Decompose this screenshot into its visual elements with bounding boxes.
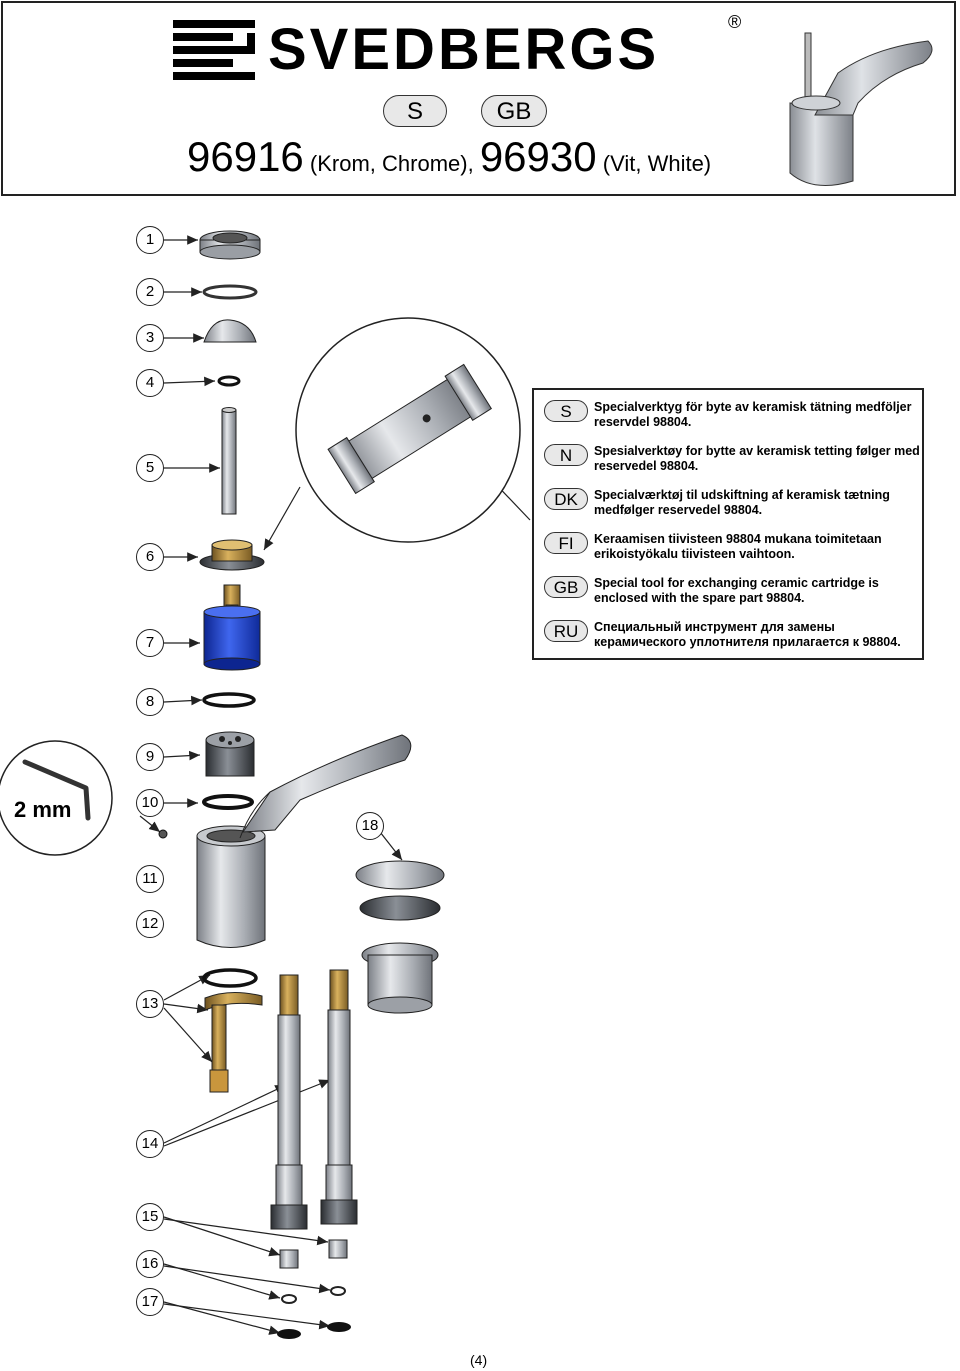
note-code: FI: [544, 532, 588, 554]
part-2-ring: [202, 284, 258, 300]
faucet-thumbnail-icon: [789, 32, 933, 186]
part-6-brass-nut: [199, 539, 265, 571]
model-desc-2: (Vit, White): [596, 151, 712, 176]
part-17-washers: [277, 1322, 351, 1339]
note-text: Special tool for exchanging ceramic cart…: [594, 576, 879, 605]
note-text: Spesialverktøy for bytte av keramisk tet…: [594, 444, 920, 473]
callout-15: 15: [136, 1203, 164, 1231]
note-code: RU: [544, 620, 588, 642]
hex-key-detail: [0, 740, 113, 856]
header-box: SVEDBERGS ® S GB 96916 (Krom, Chrome), 9…: [1, 1, 956, 196]
special-tool-notes: S Specialverktyg för byte av keramisk tä…: [532, 388, 924, 660]
callout-3: 3: [136, 324, 164, 352]
callout-5: 5: [136, 454, 164, 482]
note-text: Специальный инструмент для замены керами…: [594, 620, 901, 649]
hex-key-size: 2 mm: [14, 797, 72, 822]
part-9-insert: [205, 731, 255, 777]
tool-detail: [295, 317, 521, 543]
note-code: S: [544, 400, 588, 422]
note-text: Specialværktøj til udskiftning af kerami…: [594, 488, 890, 517]
part-11-screw: [158, 829, 168, 839]
model-number-2: 96930: [479, 133, 597, 180]
brand-logo: SVEDBERGS ®: [173, 12, 753, 82]
callout-12: 12: [136, 910, 164, 938]
callout-9: 9: [136, 743, 164, 771]
model-title: 96916 (Krom, Chrome), 96930 (Vit, White): [187, 133, 711, 181]
part-7-cartridge: [203, 584, 261, 671]
part-10-ring: [202, 794, 254, 810]
note-text: Keraamisen tiivisteen 98804 mukana toimi…: [594, 532, 882, 561]
note-code: DK: [544, 488, 588, 510]
callout-7: 7: [136, 629, 164, 657]
part-4-oring: [217, 375, 241, 387]
callout-1: 1: [136, 226, 164, 254]
note-code: GB: [544, 576, 588, 598]
part-15-filters: [279, 1239, 348, 1269]
brand-mark-icon: [173, 20, 255, 80]
part-16-clips: [281, 1286, 346, 1304]
callout-11: 11: [136, 865, 164, 893]
language-badge-gb: GB: [481, 95, 547, 127]
callout-13: 13: [136, 990, 164, 1018]
callout-16: 16: [136, 1250, 164, 1278]
registered-mark: ®: [728, 12, 742, 32]
callout-2: 2: [136, 278, 164, 306]
callout-18: 18: [356, 812, 384, 840]
language-badge-s: S: [383, 95, 447, 127]
model-number-1: 96916: [187, 133, 304, 180]
part-1-nut: [199, 230, 261, 260]
model-desc-1: (Krom, Chrome),: [303, 151, 480, 176]
callout-4: 4: [136, 369, 164, 397]
part-13-mounting-kit: [202, 968, 263, 1093]
note-code: N: [544, 444, 588, 466]
part-8-ring: [202, 692, 256, 708]
callout-14: 14: [136, 1130, 164, 1158]
note-text: Specialverktyg för byte av keramisk tätn…: [594, 400, 912, 429]
page-number: (4): [470, 1352, 488, 1368]
part-12-body: [196, 734, 412, 948]
part-18-drain: [355, 860, 445, 1014]
part-14-hoses: [270, 969, 358, 1230]
callout-8: 8: [136, 688, 164, 716]
callout-6: 6: [136, 543, 164, 571]
part-5-rod: [221, 407, 237, 515]
callout-17: 17: [136, 1288, 164, 1316]
brand-name: SVEDBERGS: [268, 17, 660, 82]
callout-10: 10: [136, 789, 164, 817]
part-3-cap: [203, 319, 257, 343]
leader-lines: [139, 235, 531, 1335]
